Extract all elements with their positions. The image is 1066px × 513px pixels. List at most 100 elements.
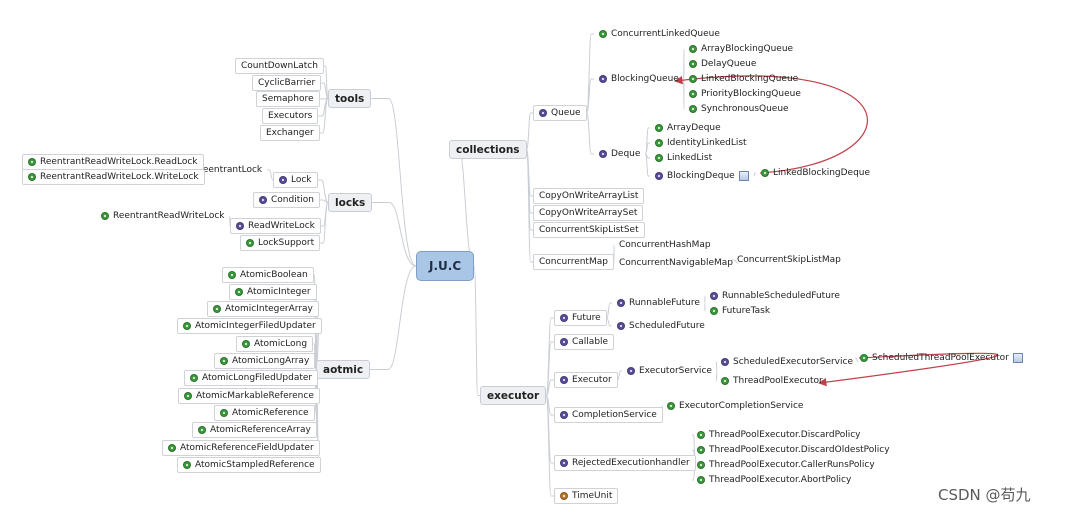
node-label: Semaphore xyxy=(262,94,314,104)
node-t2[interactable]: CyclicBarrier xyxy=(252,75,322,91)
node-bq[interactable]: BlockingQueue xyxy=(594,71,684,87)
node-t4[interactable]: Executors xyxy=(262,108,319,124)
node-a6[interactable]: AtomicLongArray xyxy=(214,353,316,369)
node-lock[interactable]: Lock xyxy=(273,172,318,188)
node-cowas[interactable]: CopyOnWriteArraySet xyxy=(533,205,644,221)
interface-icon xyxy=(655,172,663,180)
node-label: ReentrantReadWriteLock xyxy=(113,211,225,221)
node-a2[interactable]: AtomicInteger xyxy=(229,284,317,300)
node-aotmic[interactable]: aotmic xyxy=(316,360,371,379)
node-ild[interactable]: IdentityLinkedList xyxy=(650,135,752,151)
node-rrwl_write[interactable]: ReentrantReadWriteLock.WriteLock xyxy=(22,169,205,185)
node-csls[interactable]: ConcurrentSkipListSet xyxy=(533,222,645,238)
node-label: Executor xyxy=(572,375,612,385)
node-cmap[interactable]: ConcurrentMap xyxy=(533,254,614,270)
node-label: ExecutorService xyxy=(639,366,712,376)
node-a3[interactable]: AtomicIntegerArray xyxy=(207,301,319,317)
node-ft[interactable]: FutureTask xyxy=(705,303,775,319)
node-es[interactable]: ExecutorService xyxy=(622,363,717,379)
node-p4[interactable]: ThreadPoolExecutor.AbortPolicy xyxy=(692,472,856,488)
node-condition[interactable]: Condition xyxy=(253,192,320,208)
node-t1[interactable]: CountDownLatch xyxy=(235,58,324,74)
node-p1[interactable]: ThreadPoolExecutor.DiscardPolicy xyxy=(692,427,866,443)
node-cnm[interactable]: ConcurrentNavigableMap xyxy=(614,255,738,271)
node-reh[interactable]: RejectedExecutionhandler xyxy=(554,455,696,471)
node-bd[interactable]: BlockingDeque xyxy=(650,168,754,184)
edge-collections-queue xyxy=(526,112,533,150)
node-lbq[interactable]: LinkedBlockingQueue xyxy=(684,71,803,87)
node-cs[interactable]: CompletionService xyxy=(554,407,663,423)
node-sf[interactable]: ScheduledFuture xyxy=(612,318,710,334)
interface-icon xyxy=(560,338,568,346)
node-label: CopyOnWriteArraySet xyxy=(539,208,638,218)
node-cslm[interactable]: ConcurrentSkipListMap xyxy=(732,252,846,268)
node-ad[interactable]: ArrayDeque xyxy=(650,120,726,136)
node-ecs[interactable]: ExecutorCompletionService xyxy=(662,398,808,414)
node-t5[interactable]: Exchanger xyxy=(260,125,320,141)
node-label: ThreadPoolExecutor.CallerRunsPolicy xyxy=(709,460,875,470)
node-abq[interactable]: ArrayBlockingQueue xyxy=(684,41,798,57)
node-rf[interactable]: RunnableFuture xyxy=(612,295,705,311)
edge-executor-callable xyxy=(545,341,554,396)
node-cowal[interactable]: CopyOnWriteArrayList xyxy=(533,188,645,204)
node-t3[interactable]: Semaphore xyxy=(256,91,320,107)
node-label: executor xyxy=(487,389,540,402)
node-reentrant[interactable]: ReentrantLock xyxy=(192,162,267,178)
node-label: AtomicInteger xyxy=(247,287,311,297)
node-a8[interactable]: AtomicMarkableReference xyxy=(178,388,320,404)
node-a4[interactable]: AtomicIntegerFiledUpdater xyxy=(177,318,322,334)
node-queue[interactable]: Queue xyxy=(533,105,587,121)
node-lbd[interactable]: LinkedBlockingDeque xyxy=(756,165,875,181)
node-a11[interactable]: AtomicReferenceFieldUpdater xyxy=(162,440,320,456)
node-a5[interactable]: AtomicLong xyxy=(236,336,314,352)
node-p3[interactable]: ThreadPoolExecutor.CallerRunsPolicy xyxy=(692,457,880,473)
node-juc[interactable]: J.U.C xyxy=(416,251,475,281)
node-chm[interactable]: ConcurrentHashMap xyxy=(614,237,716,253)
node-a10[interactable]: AtomicReferenceArray xyxy=(192,422,317,438)
node-deque[interactable]: Deque xyxy=(594,146,645,162)
note-icon xyxy=(1012,353,1023,363)
node-label: ArrayDeque xyxy=(667,123,721,133)
class-icon xyxy=(198,426,206,434)
node-tools[interactable]: tools xyxy=(328,89,372,108)
node-label: ThreadPoolExecutor.AbortPolicy xyxy=(709,475,852,485)
node-callable[interactable]: Callable xyxy=(554,334,615,350)
node-a12[interactable]: AtomicStampledReference xyxy=(177,457,321,473)
node-p2[interactable]: ThreadPoolExecutor.DiscardOldestPolicy xyxy=(692,442,895,458)
node-tu[interactable]: TimeUnit xyxy=(554,488,619,504)
node-a7[interactable]: AtomicLongFiledUpdater xyxy=(184,370,319,386)
class-icon xyxy=(697,431,705,439)
node-label: Lock xyxy=(291,175,312,185)
node-clq[interactable]: ConcurrentLinkedQueue xyxy=(594,26,725,42)
edge-locks-lock xyxy=(317,179,329,203)
node-label: CopyOnWriteArrayList xyxy=(539,191,639,201)
node-future[interactable]: Future xyxy=(554,310,607,326)
node-executor[interactable]: executor xyxy=(480,386,547,405)
node-stpe[interactable]: ScheduledThreadPoolExecutor xyxy=(855,350,1028,366)
node-rrwl_read[interactable]: ReentrantReadWriteLock.ReadLock xyxy=(22,154,204,170)
node-label: ConcurrentLinkedQueue xyxy=(611,29,720,39)
node-rwlock[interactable]: ReadWriteLock xyxy=(230,218,321,234)
interface-icon xyxy=(599,75,607,83)
node-rrwl[interactable]: ReentrantReadWriteLock xyxy=(96,208,230,224)
class-icon xyxy=(242,340,250,348)
node-rsf[interactable]: RunnableScheduledFuture xyxy=(705,288,845,304)
node-locksupport[interactable]: LockSupport xyxy=(240,235,321,251)
node-collections[interactable]: collections xyxy=(449,140,527,159)
node-ll[interactable]: LinkedList xyxy=(650,150,717,166)
node-sq[interactable]: SynchronousQueue xyxy=(684,101,794,117)
node-locks[interactable]: locks xyxy=(328,193,373,212)
node-label: ScheduledExecutorService xyxy=(733,357,853,367)
class-icon xyxy=(697,461,705,469)
node-tpe[interactable]: ThreadPoolExecutor xyxy=(716,373,828,389)
node-exec[interactable]: Executor xyxy=(554,372,618,388)
edge-bd-lbd xyxy=(753,172,756,177)
node-label: BlockingQueue xyxy=(611,74,679,84)
node-dq[interactable]: DelayQueue xyxy=(684,56,761,72)
node-pbq[interactable]: PriorityBlockingQueue xyxy=(684,86,806,102)
node-ses[interactable]: ScheduledExecutorService xyxy=(716,354,858,370)
interface-icon xyxy=(259,196,267,204)
node-a9[interactable]: AtomicReference xyxy=(214,405,315,421)
node-a1[interactable]: AtomicBoolean xyxy=(222,267,314,283)
